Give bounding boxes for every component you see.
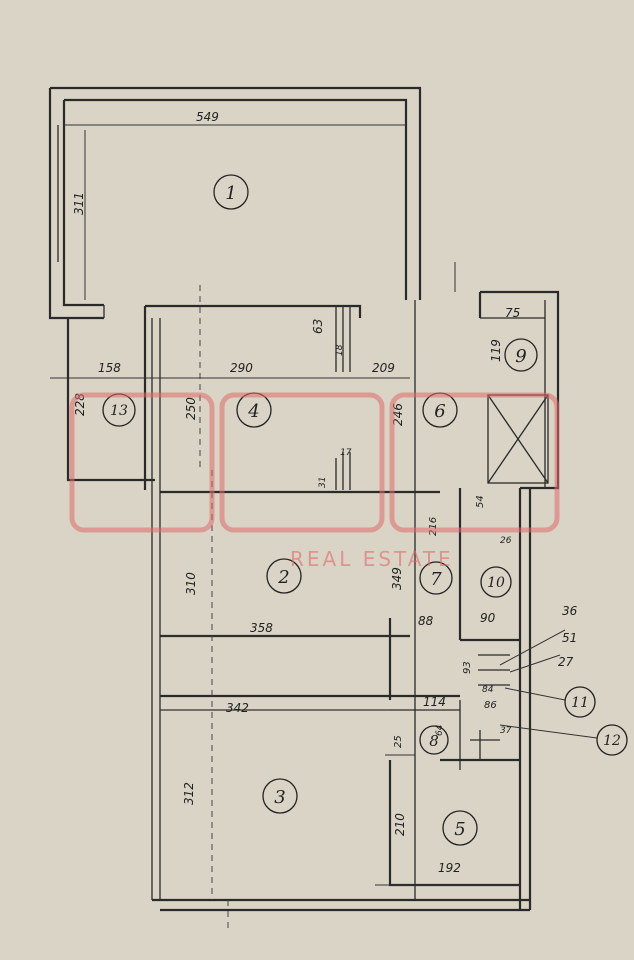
dim-27: 27 [558, 655, 574, 669]
dim-31: 31 [318, 477, 328, 488]
dim-358: 358 [250, 621, 273, 635]
room-5-label: 5 [454, 819, 465, 840]
dim-349: 349 [390, 567, 404, 590]
room-10-label: 10 [487, 575, 505, 591]
dim-90: 90 [480, 611, 496, 625]
dim-54: 54 [475, 495, 486, 508]
dim-290: 290 [230, 361, 253, 375]
dim-310: 310 [184, 572, 198, 595]
room-1-label: 1 [225, 183, 236, 204]
dim-88: 88 [418, 614, 434, 628]
watermark-letter-3 [389, 392, 560, 533]
watermark-letter-2 [219, 392, 385, 533]
dim-64: 64 [435, 724, 445, 736]
watermark-letter-1 [69, 392, 215, 533]
room-13-label: 13 [110, 403, 128, 419]
dimension-labels: 549 311 158 290 209 63 18 75 119 228 250… [72, 110, 578, 875]
room-12-label: 12 [603, 733, 621, 749]
room-11-label: 11 [571, 695, 589, 711]
watermark-subtitle: REAL ESTATE [290, 547, 454, 571]
walls [48, 86, 560, 930]
room-3-label: 3 [274, 787, 285, 808]
dim-84: 84 [482, 685, 494, 695]
room-2-label: 2 [277, 567, 289, 588]
dim-342: 342 [226, 701, 249, 715]
dimension-lines [50, 124, 520, 886]
room-9-label: 9 [515, 346, 526, 367]
dim-210: 210 [393, 813, 407, 836]
dim-25: 25 [393, 735, 404, 748]
dim-549: 549 [196, 110, 219, 124]
room-7-label: 7 [430, 569, 442, 590]
dim-63: 63 [311, 319, 325, 334]
dim-18: 18 [335, 344, 345, 356]
dim-312: 312 [182, 782, 196, 805]
dim-209: 209 [372, 361, 395, 375]
room-labels: 1 2 3 4 5 6 7 8 9 10 11 12 13 [102, 174, 628, 846]
dim-26: 26 [500, 536, 512, 546]
dim-75: 75 [505, 306, 520, 320]
dim-311: 311 [72, 192, 86, 215]
dim-17: 17 [340, 448, 352, 458]
dim-119: 119 [489, 339, 503, 362]
dim-158: 158 [98, 361, 121, 375]
dim-36: 36 [562, 604, 578, 618]
dim-250: 250 [184, 397, 198, 420]
dim-192: 192 [438, 861, 461, 875]
dim-216: 216 [428, 517, 439, 536]
room-8-label: 8 [429, 732, 439, 750]
dim-37: 37 [500, 726, 512, 736]
dim-51: 51 [562, 631, 577, 645]
dim-93: 93 [462, 661, 473, 674]
dim-114: 114 [423, 695, 446, 709]
dim-86: 86 [484, 700, 497, 711]
room-4-label: 4 [247, 401, 259, 422]
room-6-label: 6 [434, 401, 445, 422]
watermark: REAL ESTATE [69, 392, 560, 571]
